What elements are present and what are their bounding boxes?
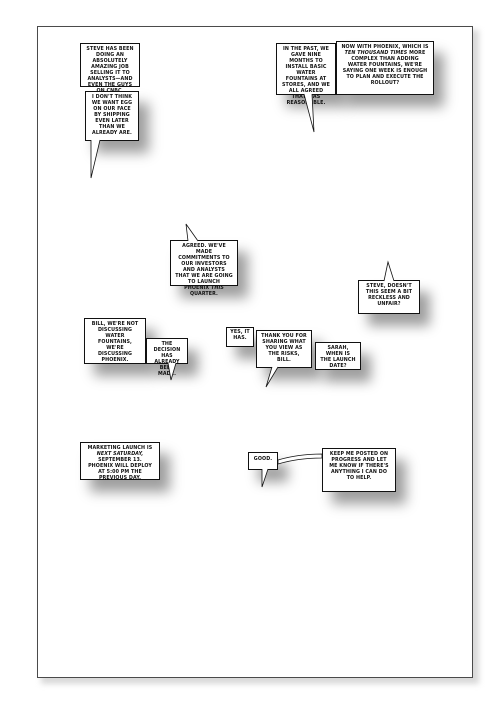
speech-balloon-reckless: Steve, doesn't this seem a bit reckless … xyxy=(358,280,420,314)
balloon-text: Yes, it has. xyxy=(230,330,250,341)
balloon-text: Bill, we're not discussing water fountai… xyxy=(91,322,139,363)
balloon-text: Good. xyxy=(253,457,273,462)
balloon-tail xyxy=(167,362,182,381)
balloon-text: Agreed. We've made commitments to our in… xyxy=(175,244,233,291)
balloon-text: Steve, doesn't this seem a bit reckless … xyxy=(365,284,413,307)
speech-balloon-sarah-launch: Sarah, when is the launch date? xyxy=(315,342,361,370)
balloon-text: September 13. Phoenix will deploy at 5:0… xyxy=(88,458,152,481)
balloon-text: quarter. xyxy=(190,292,218,297)
balloon-connector xyxy=(277,452,324,466)
speech-balloon-keep-posted: Keep me posted on progress and let me kn… xyxy=(322,448,396,492)
balloon-emphasis: next Saturday, xyxy=(96,452,144,457)
speech-balloon-good: Good. xyxy=(248,452,278,470)
balloon-tail xyxy=(88,139,108,180)
balloon-emphasis: ten thousand times xyxy=(344,51,408,56)
speech-balloon-not-discussing: Bill, we're not discussing water fountai… xyxy=(84,318,146,364)
balloon-tail xyxy=(260,468,272,489)
speech-balloon-nine-months: In the past, we gave nine months to inst… xyxy=(276,43,336,106)
balloon-text: I don't think we want egg on our face by… xyxy=(91,95,133,136)
speech-balloon-yes-it-has: Yes, it has. xyxy=(226,327,254,347)
balloon-emphasis: this xyxy=(210,286,224,291)
balloon-text: Thank you for sharing what you view as t… xyxy=(261,334,307,363)
balloon-tail xyxy=(300,93,320,134)
speech-balloon-decision-made: The decision has already been made. xyxy=(146,338,188,377)
balloon-text: Now with Phoenix, which is xyxy=(341,45,429,50)
balloon-text: Sarah, when is the launch date? xyxy=(320,346,356,369)
balloon-tail xyxy=(185,223,206,242)
speech-balloon-thank-you: Thank you for sharing what you view as t… xyxy=(256,330,312,368)
balloon-text: Marketing launch is xyxy=(87,446,153,451)
speech-balloon-egg-on-face: I don't think we want egg on our face by… xyxy=(85,91,139,141)
speech-balloon-agreed: Agreed. We've made commitments to our in… xyxy=(170,240,238,297)
balloon-text: more complex than adding water fountains… xyxy=(342,51,428,86)
balloon-text: Keep me posted on progress and let me kn… xyxy=(329,452,389,481)
speech-balloon-marketing-launch: Marketing launch is next Saturday, Septe… xyxy=(80,442,160,481)
balloon-tail xyxy=(383,260,400,282)
balloon-tail xyxy=(265,366,280,389)
speech-balloon-steve-selling: Steve has been doing an absolutely amazi… xyxy=(80,43,140,94)
speech-balloon-phoenix-complex: Now with Phoenix, which is ten thousand … xyxy=(336,41,434,95)
balloon-text: The decision has already been made. xyxy=(153,342,181,377)
balloon-text: Steve has been doing an absolutely amazi… xyxy=(86,47,134,94)
